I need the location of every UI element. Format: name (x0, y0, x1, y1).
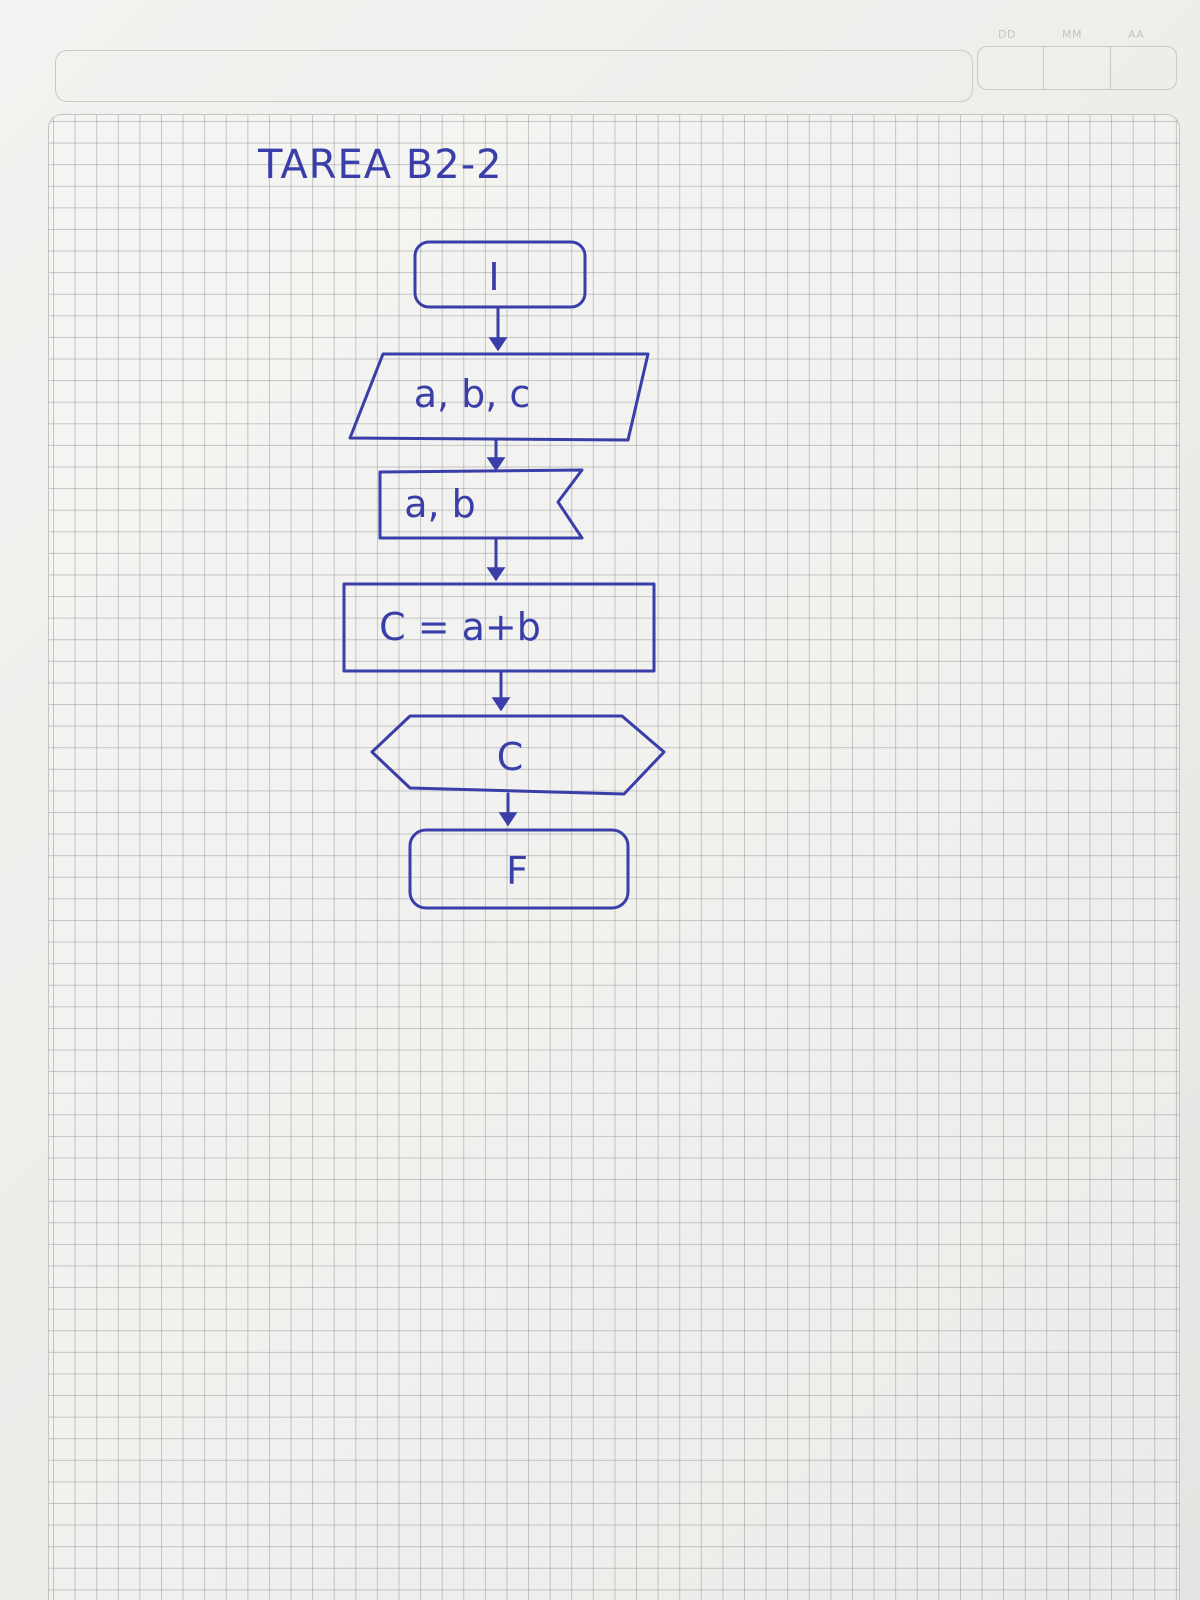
start-label: I (488, 255, 499, 299)
read-label: a, b (404, 482, 476, 526)
edge-process-to-output (491, 669, 511, 712)
node-output: C (370, 714, 666, 796)
edge-input-to-read (486, 438, 506, 472)
title: TAREA B2-2 (257, 142, 503, 188)
output-display-shape (370, 714, 666, 796)
output-label: C (497, 735, 524, 779)
start-terminator-shape (413, 240, 587, 309)
read-flag-shape (378, 468, 584, 540)
grid-paper (48, 114, 1180, 1600)
end-label: F (506, 849, 528, 893)
date-cell-day (978, 47, 1045, 89)
process-rectangle-shape (342, 582, 656, 673)
edge-read-to-process (486, 536, 506, 582)
node-read: a, b (378, 468, 584, 540)
node-input: a, b, c (348, 352, 650, 442)
node-end: F (408, 828, 630, 910)
node-start: I (413, 240, 587, 309)
date-label-month: MM (1062, 28, 1082, 41)
process-label: C = a+b (379, 605, 541, 649)
date-label-year: AA (1128, 28, 1145, 41)
input-label: a, b, c (414, 372, 531, 416)
node-process: C = a+b (342, 582, 656, 673)
end-terminator-shape (408, 828, 630, 910)
notebook-header-bar (55, 50, 973, 102)
edge-output-to-end (498, 792, 518, 827)
input-parallelogram-shape (348, 352, 650, 442)
date-box (977, 46, 1177, 90)
date-cell-month (1044, 47, 1111, 89)
date-label-day: DD (998, 28, 1016, 41)
edge-start-to-input (488, 306, 508, 352)
